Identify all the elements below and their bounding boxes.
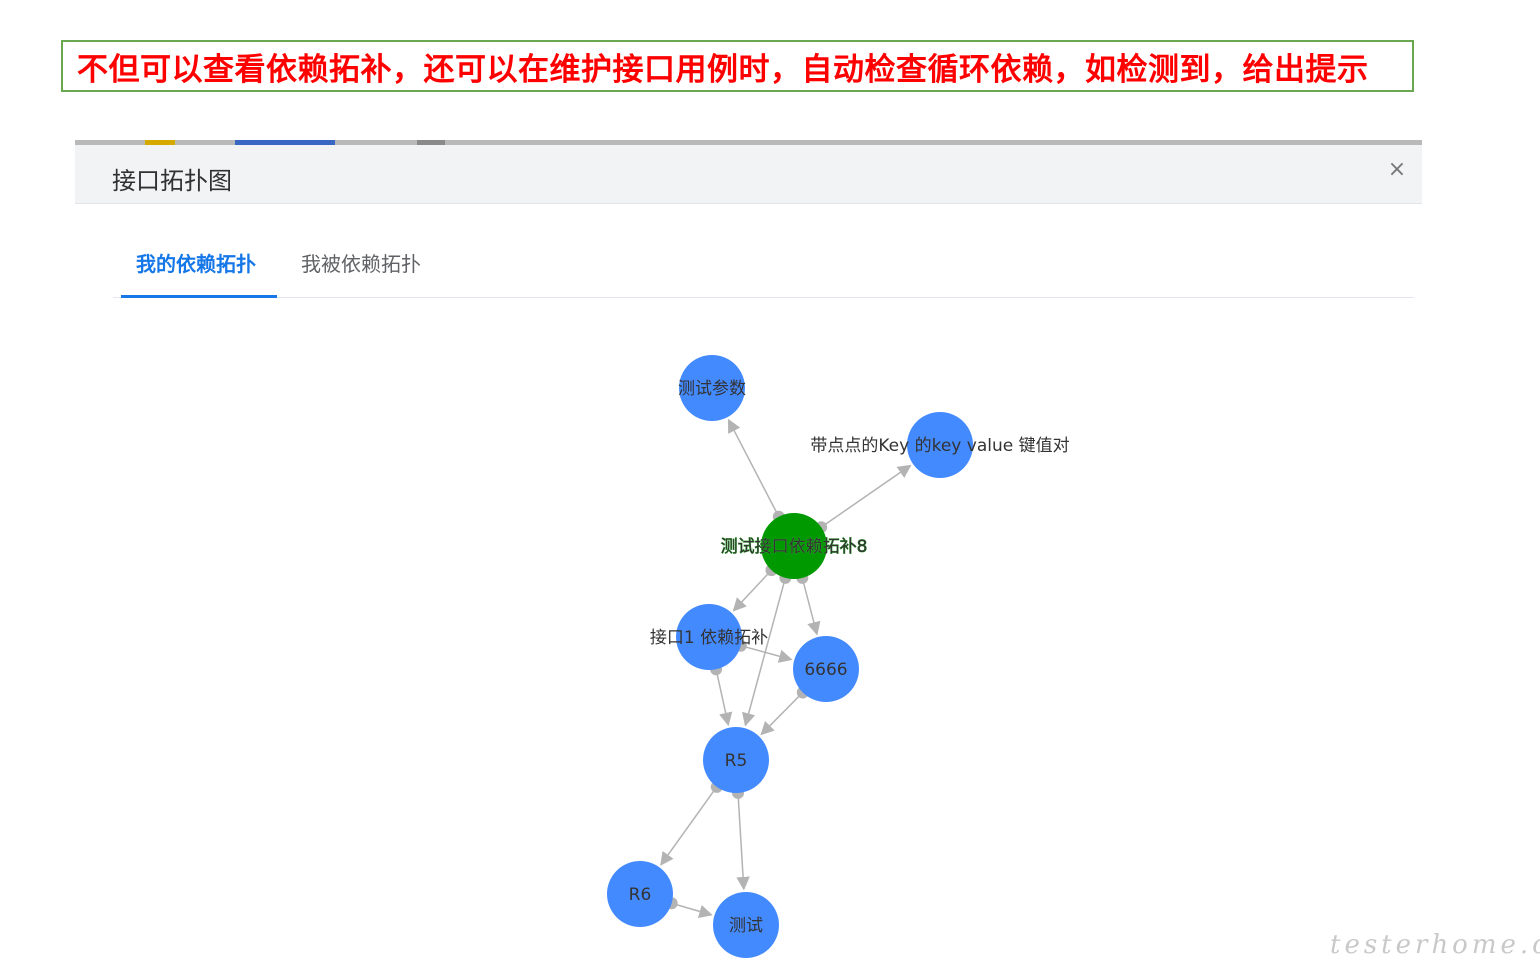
graph-node-n6666[interactable] — [793, 636, 859, 702]
active-tab-indicator — [121, 295, 277, 298]
edge-r5-test — [736, 792, 750, 891]
dialog-header: 接口拓扑图 × — [75, 145, 1422, 204]
edge-if1-r5 — [715, 669, 733, 727]
graph-node-r5[interactable] — [703, 727, 769, 793]
graph-node-root[interactable] — [761, 513, 827, 579]
tab-my-dependencies[interactable]: 我的依赖拓扑 — [136, 252, 256, 276]
graph-node-r6[interactable] — [607, 861, 673, 927]
edge-r6-test — [671, 902, 713, 918]
graph-node-params[interactable] — [679, 355, 745, 421]
graph-node-label-r5: R5 — [725, 751, 748, 771]
edge-root-r5 — [742, 577, 787, 727]
graph-node-label-n6666: 6666 — [804, 660, 847, 680]
graph-node-label-test: 测试 — [729, 916, 763, 936]
banner-text: 不但可以查看依赖拓补，还可以在维护接口用例时，自动检查循环依赖，如检测到，给出提… — [77, 51, 1369, 88]
edge-n6666-r5 — [760, 691, 804, 736]
graph-node-label-keyval: 带点点的Key 的key value 键值对 — [810, 436, 1069, 456]
tab-dependent-on-me[interactable]: 我被依赖拓扑 — [301, 252, 421, 276]
graph-node-label-root: 测试接口依赖拓补8 — [721, 537, 868, 557]
dialog-title: 接口拓扑图 — [112, 167, 232, 195]
graph-node-label-params: 测试参数 — [678, 379, 746, 399]
annotation-banner: 不但可以查看依赖拓补，还可以在维护接口用例时，自动检查循环依赖，如检测到，给出提… — [61, 40, 1414, 92]
edge-root-params — [727, 418, 780, 518]
tab-bar: 我的依赖拓扑 我被依赖拓扑 — [113, 230, 1414, 298]
graph-node-if1[interactable] — [676, 604, 742, 670]
graph-node-label-r6: R6 — [629, 885, 652, 905]
edge-root-keyval — [820, 464, 912, 528]
edge-r5-r6 — [660, 786, 718, 866]
background-window-strip — [75, 140, 1422, 145]
graph-node-test[interactable] — [713, 892, 779, 958]
close-icon[interactable]: × — [1387, 157, 1407, 182]
watermark: testerhome.com — [1330, 930, 1540, 960]
edge-root-if1 — [732, 569, 773, 612]
edge-root-n6666 — [801, 577, 821, 636]
edge-if1-n6666 — [740, 644, 793, 663]
graph-node-keyval[interactable] — [907, 412, 973, 478]
graph-node-label-if1: 接口1 依赖拓补 — [650, 628, 768, 648]
